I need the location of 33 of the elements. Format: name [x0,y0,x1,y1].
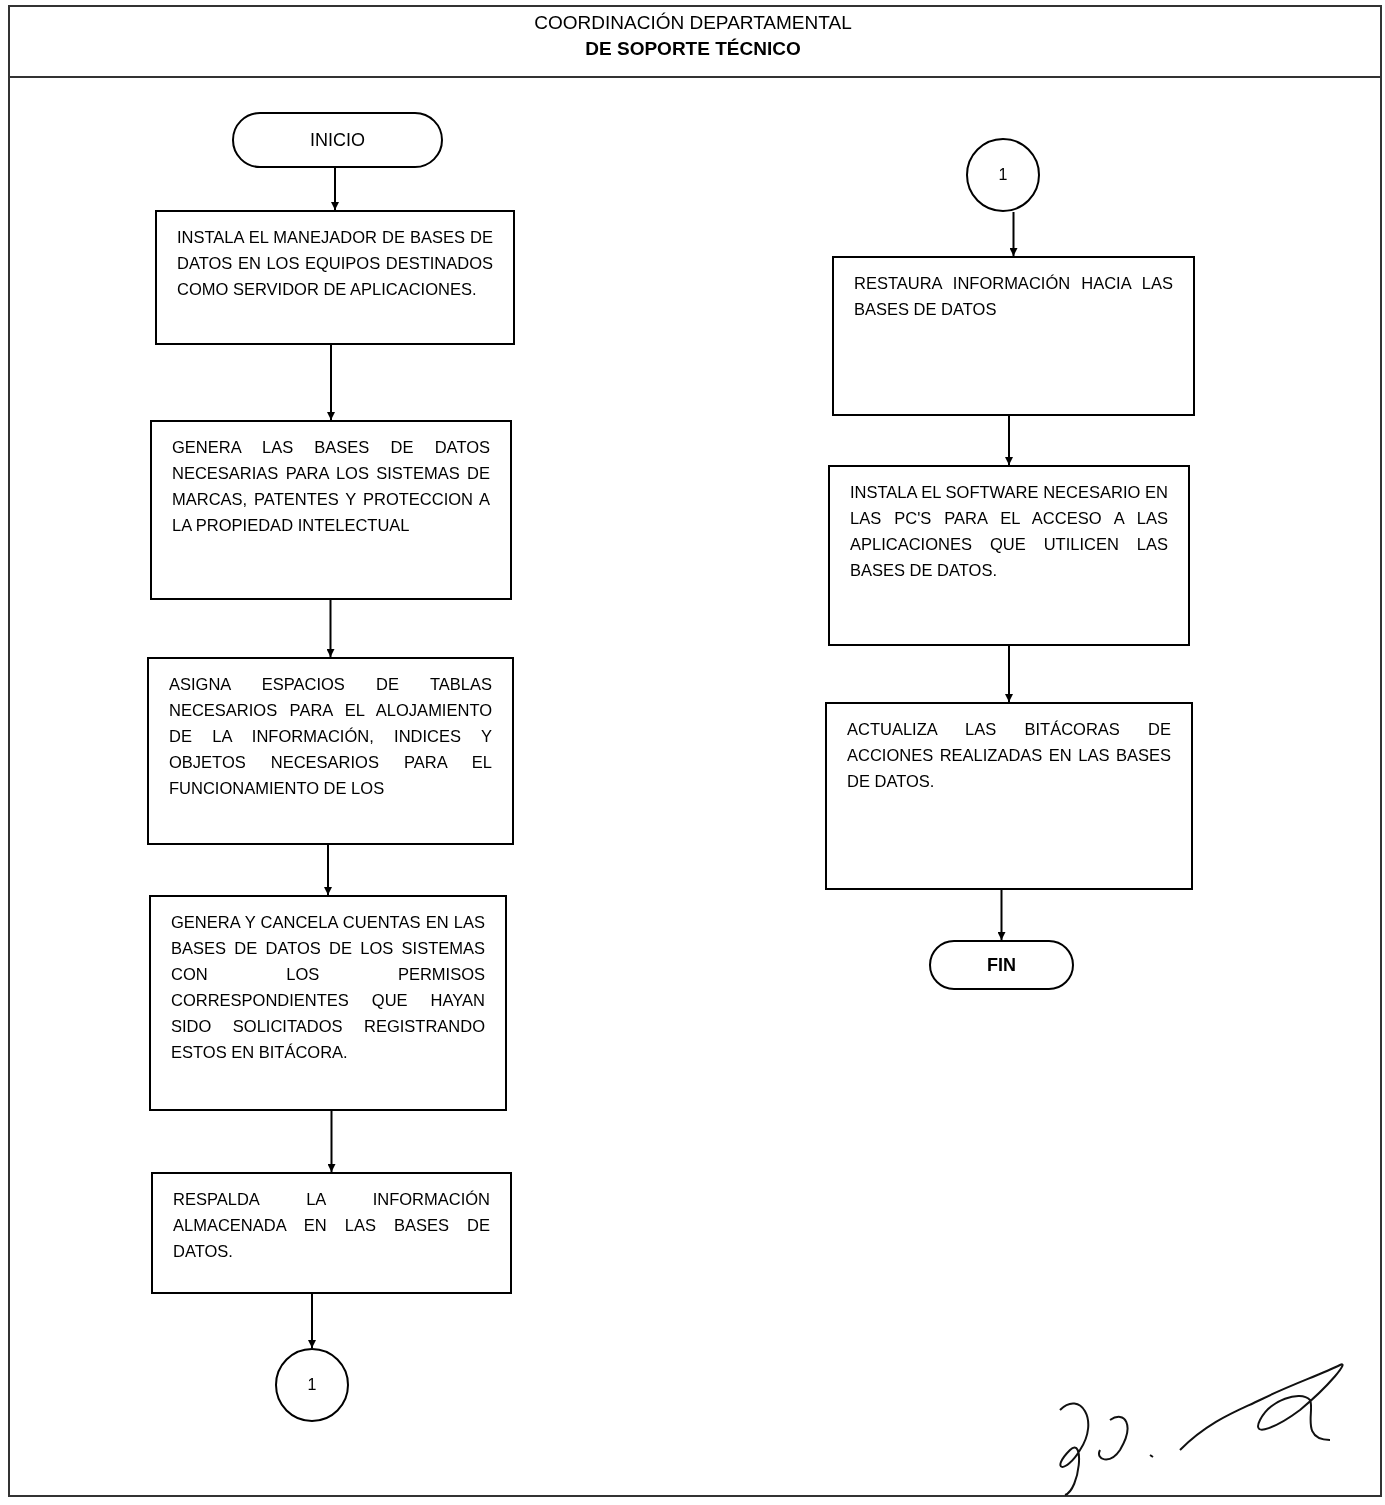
arrow [1005,415,1013,466]
node-text: GENERA Y CANCELA CUENTAS EN LAS BASES DE DATOS DE LOS SISTEMAS CON LOS PERMISOS CORRESPONDIENTES QUE HAYAN SIDO SOLICITADOS REGISTRANDO ESTOS EN BITÁCORA. [171,913,485,1061]
process-box [147,657,514,845]
node-text: GENERA LAS BASES DE DATOS NECESARIAS PARA LOS SISTEMAS DE MARCAS, PATENTES Y PROTECCION A LA PROPIEDAD INTELECTUAL [172,438,490,534]
arrow [308,1293,316,1349]
process-box [828,465,1190,646]
arrow [997,889,1006,941]
node-text: 1 [998,165,1008,185]
arrow [324,844,332,896]
process-box [150,420,512,600]
node-text: RESPALDA LA INFORMACIÓN ALMACENADA EN LAS BASES DE DATOS. [173,1190,490,1260]
node-text: RESTAURA INFORMACIÓN HACIA LAS BASES DE DATOS [854,274,1173,318]
node-text: INICIO [310,128,365,152]
node-text: ACTUALIZA LAS BITÁCORAS DE ACCIONES REALIZADAS EN LAS BASES DE DATOS. [847,720,1171,790]
process-box [151,1172,512,1294]
node-text: 1 [307,1375,317,1395]
title: COORDINACIÓN DEPARTAMENTAL DE SOPORTE TÉCNICO [533,11,853,61]
terminator-pill [232,112,443,168]
node-text: ASIGNA ESPACIOS DE TABLAS NECESARIOS PARA EL ALOJAMIENTO DE LA INFORMACIÓN, INDICES Y OBJETOS NECESARIOS PARA EL FUNCIONAMIENTO DE LOS [169,675,492,797]
arrow [327,1110,336,1173]
process-box [149,895,507,1111]
arrow [326,599,335,658]
process-box [155,210,515,345]
arrow [331,167,339,211]
terminator-pill [929,940,1074,990]
arrow [1009,211,1018,257]
arrow [1005,645,1013,703]
process-box [825,702,1193,890]
node-text: FIN [987,953,1016,977]
arrow [327,344,335,421]
node-text: INSTALA EL SOFTWARE NECESARIO EN LAS PC'S PARA EL ACCESO A LAS APLICACIONES QUE UTILICEN LAS BASES DE DATOS. [850,483,1168,579]
node-text: INSTALA EL MANEJADOR DE BASES DE DATOS EN LOS EQUIPOS DESTINADOS COMO SERVIDOR DE APLICACIONES. [177,228,493,298]
process-box [832,256,1195,416]
